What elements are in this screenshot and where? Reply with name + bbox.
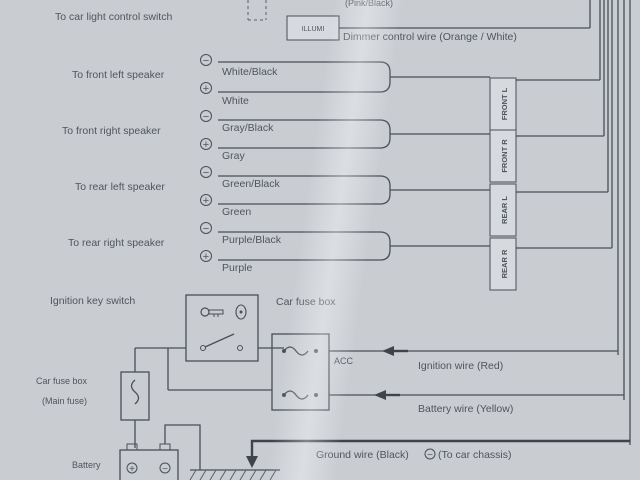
battery-label: Battery bbox=[72, 460, 101, 470]
battery-minus-symbol: − bbox=[162, 464, 168, 475]
battery-terminal-positive bbox=[126, 443, 138, 451]
ground-minus-symbol: − bbox=[427, 450, 433, 461]
negative-wire-label: Purple/Black bbox=[222, 234, 282, 246]
key-cylinder-dot bbox=[239, 310, 243, 314]
key-icon bbox=[200, 307, 224, 317]
battery bbox=[119, 449, 179, 480]
fuse-icon-battery bbox=[283, 390, 309, 400]
plus-terminal-icon bbox=[200, 82, 212, 94]
ignition-arrow-icon bbox=[382, 346, 394, 356]
speaker-label: To front left speaker bbox=[72, 69, 165, 81]
speaker-connector-label: FRONT R bbox=[500, 139, 509, 173]
minus-symbol: − bbox=[203, 55, 209, 67]
key-cylinder-icon bbox=[235, 304, 247, 320]
plus-terminal-icon bbox=[200, 138, 212, 150]
speaker-front-left: To front left speaker − + White/Black Wh… bbox=[72, 54, 600, 131]
minus-symbol: − bbox=[203, 111, 209, 123]
plus-symbol: + bbox=[203, 195, 209, 207]
illumi-connector-label: ILLUMI bbox=[302, 26, 325, 33]
speaker-connector-label: REAR L bbox=[500, 196, 509, 224]
positive-wire-label: White bbox=[222, 95, 249, 107]
plus-symbol: + bbox=[203, 139, 209, 151]
battery-plus-symbol: + bbox=[129, 464, 135, 475]
minus-terminal-icon bbox=[200, 222, 212, 234]
ignition-wire-label: Ignition wire (Red) bbox=[418, 360, 503, 372]
ground-arrow-icon bbox=[246, 456, 258, 468]
acc-label: ACC bbox=[334, 356, 354, 366]
speaker-connector bbox=[489, 183, 517, 237]
switch-blade bbox=[204, 333, 235, 348]
ground-wire-suffix: (To car chassis) bbox=[438, 449, 512, 461]
negative-wire-label: Gray/Black bbox=[222, 122, 274, 134]
positive-wire-label: Gray bbox=[222, 150, 246, 162]
positive-wire-label: Green bbox=[222, 206, 251, 218]
fuse-batt-pin-left bbox=[282, 393, 286, 397]
plus-symbol: + bbox=[203, 251, 209, 263]
main-fuse-box-label: Car fuse box bbox=[36, 376, 88, 386]
minus-terminal-icon bbox=[200, 166, 212, 178]
speaker-front-right: To front right speaker − + Gray/Black Gr… bbox=[62, 110, 604, 183]
speaker-connector bbox=[489, 129, 517, 183]
plus-terminal-icon bbox=[200, 250, 212, 262]
fuse-acc-pin-right bbox=[314, 349, 318, 353]
speaker-label: To front right speaker bbox=[62, 125, 161, 137]
light-switch-label: To car light control switch bbox=[55, 11, 172, 23]
battery-plus-icon bbox=[126, 462, 138, 474]
ignition-key-switch bbox=[185, 294, 259, 362]
minus-symbol: − bbox=[203, 167, 209, 179]
speaker-connector bbox=[489, 237, 517, 291]
battery-wire-label: Battery wire (Yellow) bbox=[418, 403, 513, 415]
main-fuse-label: (Main fuse) bbox=[42, 396, 87, 406]
speaker-label: To rear left speaker bbox=[75, 181, 165, 193]
switch-contact-left bbox=[200, 345, 206, 351]
ground-wire-label: Ground wire (Black) bbox=[316, 449, 409, 461]
battery-ground-wire bbox=[164, 424, 201, 470]
ignition-key-switch-label: Ignition key switch bbox=[50, 295, 135, 307]
minus-terminal-icon bbox=[200, 110, 212, 122]
car-fuse-box-label: Car fuse box bbox=[276, 296, 336, 308]
battery-arrow-icon bbox=[374, 390, 386, 400]
fuse-batt-pin-right bbox=[314, 393, 318, 397]
minus-symbol: − bbox=[203, 223, 209, 235]
battery-minus-icon bbox=[159, 462, 171, 474]
plus-symbol: + bbox=[203, 83, 209, 95]
speaker-label: To rear right speaker bbox=[68, 237, 165, 249]
negative-wire-label: White/Black bbox=[222, 66, 278, 78]
speaker-connector-label: REAR R bbox=[500, 249, 509, 278]
switch-contact-right bbox=[237, 345, 243, 351]
speaker-connector-label: FRONT L bbox=[500, 87, 509, 120]
minus-terminal-icon bbox=[200, 54, 212, 66]
positive-wire-label: Purple bbox=[222, 262, 253, 274]
ground-minus-icon bbox=[424, 448, 436, 460]
speaker-rear-left: To rear left speaker − + Green/Black Gre… bbox=[75, 166, 608, 237]
pink-black-wire-label: (Pink/Black) bbox=[345, 0, 393, 8]
main-fuse-box bbox=[120, 371, 150, 421]
dimmer-wire-label: Dimmer control wire (Orange / White) bbox=[343, 31, 517, 43]
battery-terminal-negative bbox=[159, 443, 171, 451]
car-fuse-box bbox=[271, 333, 330, 411]
chassis-hatch bbox=[189, 469, 277, 480]
fuse-icon-acc bbox=[283, 346, 309, 356]
speaker-rear-right: To rear right speaker − + Purple/Black P… bbox=[68, 222, 612, 291]
fuse-acc-pin-left bbox=[282, 349, 286, 353]
plus-terminal-icon bbox=[200, 194, 212, 206]
negative-wire-label: Green/Black bbox=[222, 178, 281, 190]
main-fuse-icon bbox=[130, 379, 140, 405]
